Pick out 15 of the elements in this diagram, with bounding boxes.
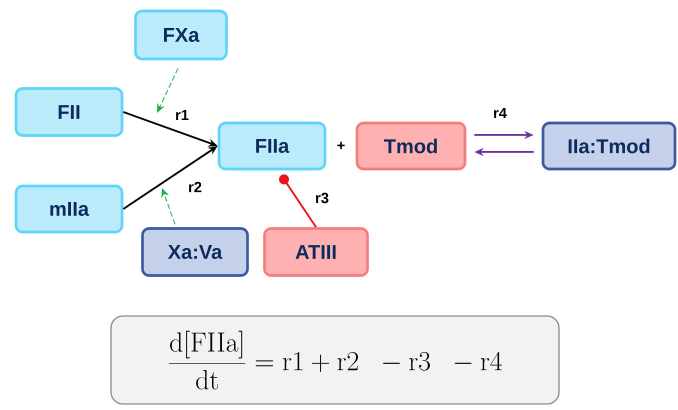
protein-box: FXa bbox=[134, 10, 228, 60]
protein-box: ATIII bbox=[263, 227, 369, 277]
complex-box: Xa:Va bbox=[141, 227, 249, 277]
complex-box: IIa:Tmod bbox=[542, 122, 676, 170]
protein-box: FIIa bbox=[218, 122, 326, 170]
protein-box: Tmod bbox=[356, 122, 466, 170]
edge-label: r3 bbox=[316, 192, 328, 204]
equation-box: $\frac{\mathrm{d[FIIa]}}{\mathrm{dt}} = \mathrm{r1} + \mathrm{r2} \;\; - \mathrm{r3} \;\; - \mathrm{r4}$ bbox=[110, 315, 560, 405]
inhibition-line bbox=[279, 174, 317, 228]
plus-sign: + bbox=[337, 142, 345, 150]
edge-label: r2 bbox=[189, 182, 202, 192]
protein-box: FII bbox=[14, 87, 124, 137]
edge-label: r1 bbox=[176, 110, 189, 120]
protein-box: mIIa bbox=[14, 184, 124, 234]
edge-label: r4 bbox=[494, 108, 507, 118]
